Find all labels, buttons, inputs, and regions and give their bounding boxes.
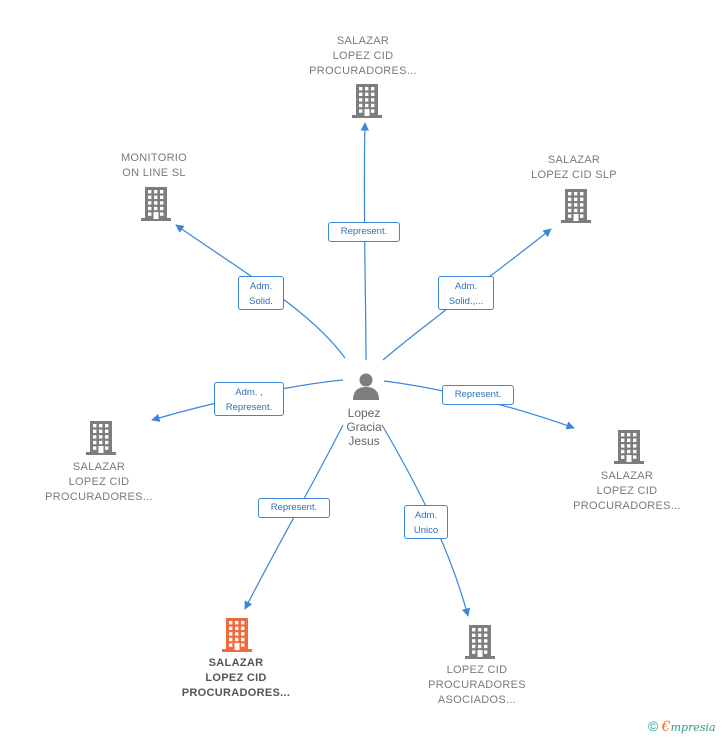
company-name-line: MONITORIO [120,152,188,164]
relation-label-line: Represent. [454,389,502,400]
company-name-line: PROCURADORES... [45,491,153,503]
company-name-line: PROCURADORES... [573,500,681,512]
relation-label-line: Unico [413,525,439,536]
company-name-line: LOPEZ CID [332,50,394,62]
relation-label-line: Represent. [270,502,318,513]
copyright-icon: © [648,718,659,734]
company-node-label[interactable]: SALAZAR LOPEZ CID PROCURADORES... [34,460,164,505]
company-name-line: LOPEZ CID [596,485,658,497]
company-name-line: LOPEZ CID [68,476,130,488]
relation-label-line: Represent. [340,226,388,237]
center-name-line: Jesus [348,434,380,448]
person-icon[interactable] [351,371,381,401]
building-icon[interactable] [86,421,116,460]
center-name-line: Lopez [347,406,381,420]
relation-label[interactable]: Adm. , Represent. [214,382,284,416]
building-icon[interactable] [222,618,252,657]
brand-name: mpresia [670,721,716,734]
company-name-line: SALAZAR [72,461,126,473]
relation-label-line: Adm. [414,510,438,521]
company-node-label[interactable]: MONITORIO ON LINE SL [99,151,209,181]
edge-line-n6 [244,424,344,610]
company-node-label[interactable]: SALAZAR LOPEZ CID PROCURADORES... [161,656,311,701]
company-name-line: SALAZAR [600,470,654,482]
company-node-label[interactable]: SALAZAR LOPEZ CID PROCURADORES... [562,469,692,514]
company-name-line: LOPEZ CID SLP [531,169,617,181]
company-name-line: PROCURADORES... [181,687,291,699]
company-name-line: LOPEZ CID [205,672,267,684]
relation-label-line: Adm. [454,281,478,292]
company-node-label[interactable]: LOPEZ CID PROCURADORES ASOCIADOS... [412,663,542,708]
relation-label[interactable]: Adm. Solid. [238,276,284,310]
relation-label-line: Solid.,... [448,296,484,307]
company-name-line: ON LINE SL [122,167,186,179]
brand-initial: € [661,719,671,735]
footer-brand: © €mpresia [648,718,716,735]
building-icon[interactable] [465,625,495,664]
company-name-line: PROCURADORES [428,679,526,691]
relation-label-line: Adm. , [235,387,263,398]
company-name-line: PROCURADORES... [309,65,417,77]
relation-label[interactable]: Adm. Unico [404,505,448,539]
company-name-line: SALAZAR [336,35,390,47]
center-person-name[interactable]: Lopez Gracia Jesus [326,406,402,448]
building-icon[interactable] [614,430,644,469]
relation-label[interactable]: Represent. [258,498,330,518]
company-name-line: LOPEZ CID [446,664,508,676]
relation-label[interactable]: Represent. [442,385,514,405]
relation-label-line: Represent. [225,402,273,413]
company-node-label[interactable]: SALAZAR LOPEZ CID SLP [519,153,629,183]
company-name-line: SALAZAR [547,154,601,166]
edge-line-n1 [360,122,370,361]
company-name-line: ASOCIADOS... [437,694,517,706]
building-icon[interactable] [561,189,591,228]
building-icon[interactable] [352,84,382,123]
relation-label-line: Adm. [249,281,273,292]
building-icon[interactable] [141,187,171,226]
relation-label-line: Solid. [249,296,273,307]
company-node-label[interactable]: SALAZAR LOPEZ CID PROCURADORES... [298,34,428,79]
relation-label[interactable]: Represent. [328,222,400,242]
company-name-line: SALAZAR [208,657,264,669]
center-name-line: Gracia [346,420,382,434]
relation-label[interactable]: Adm. Solid.,... [438,276,494,310]
